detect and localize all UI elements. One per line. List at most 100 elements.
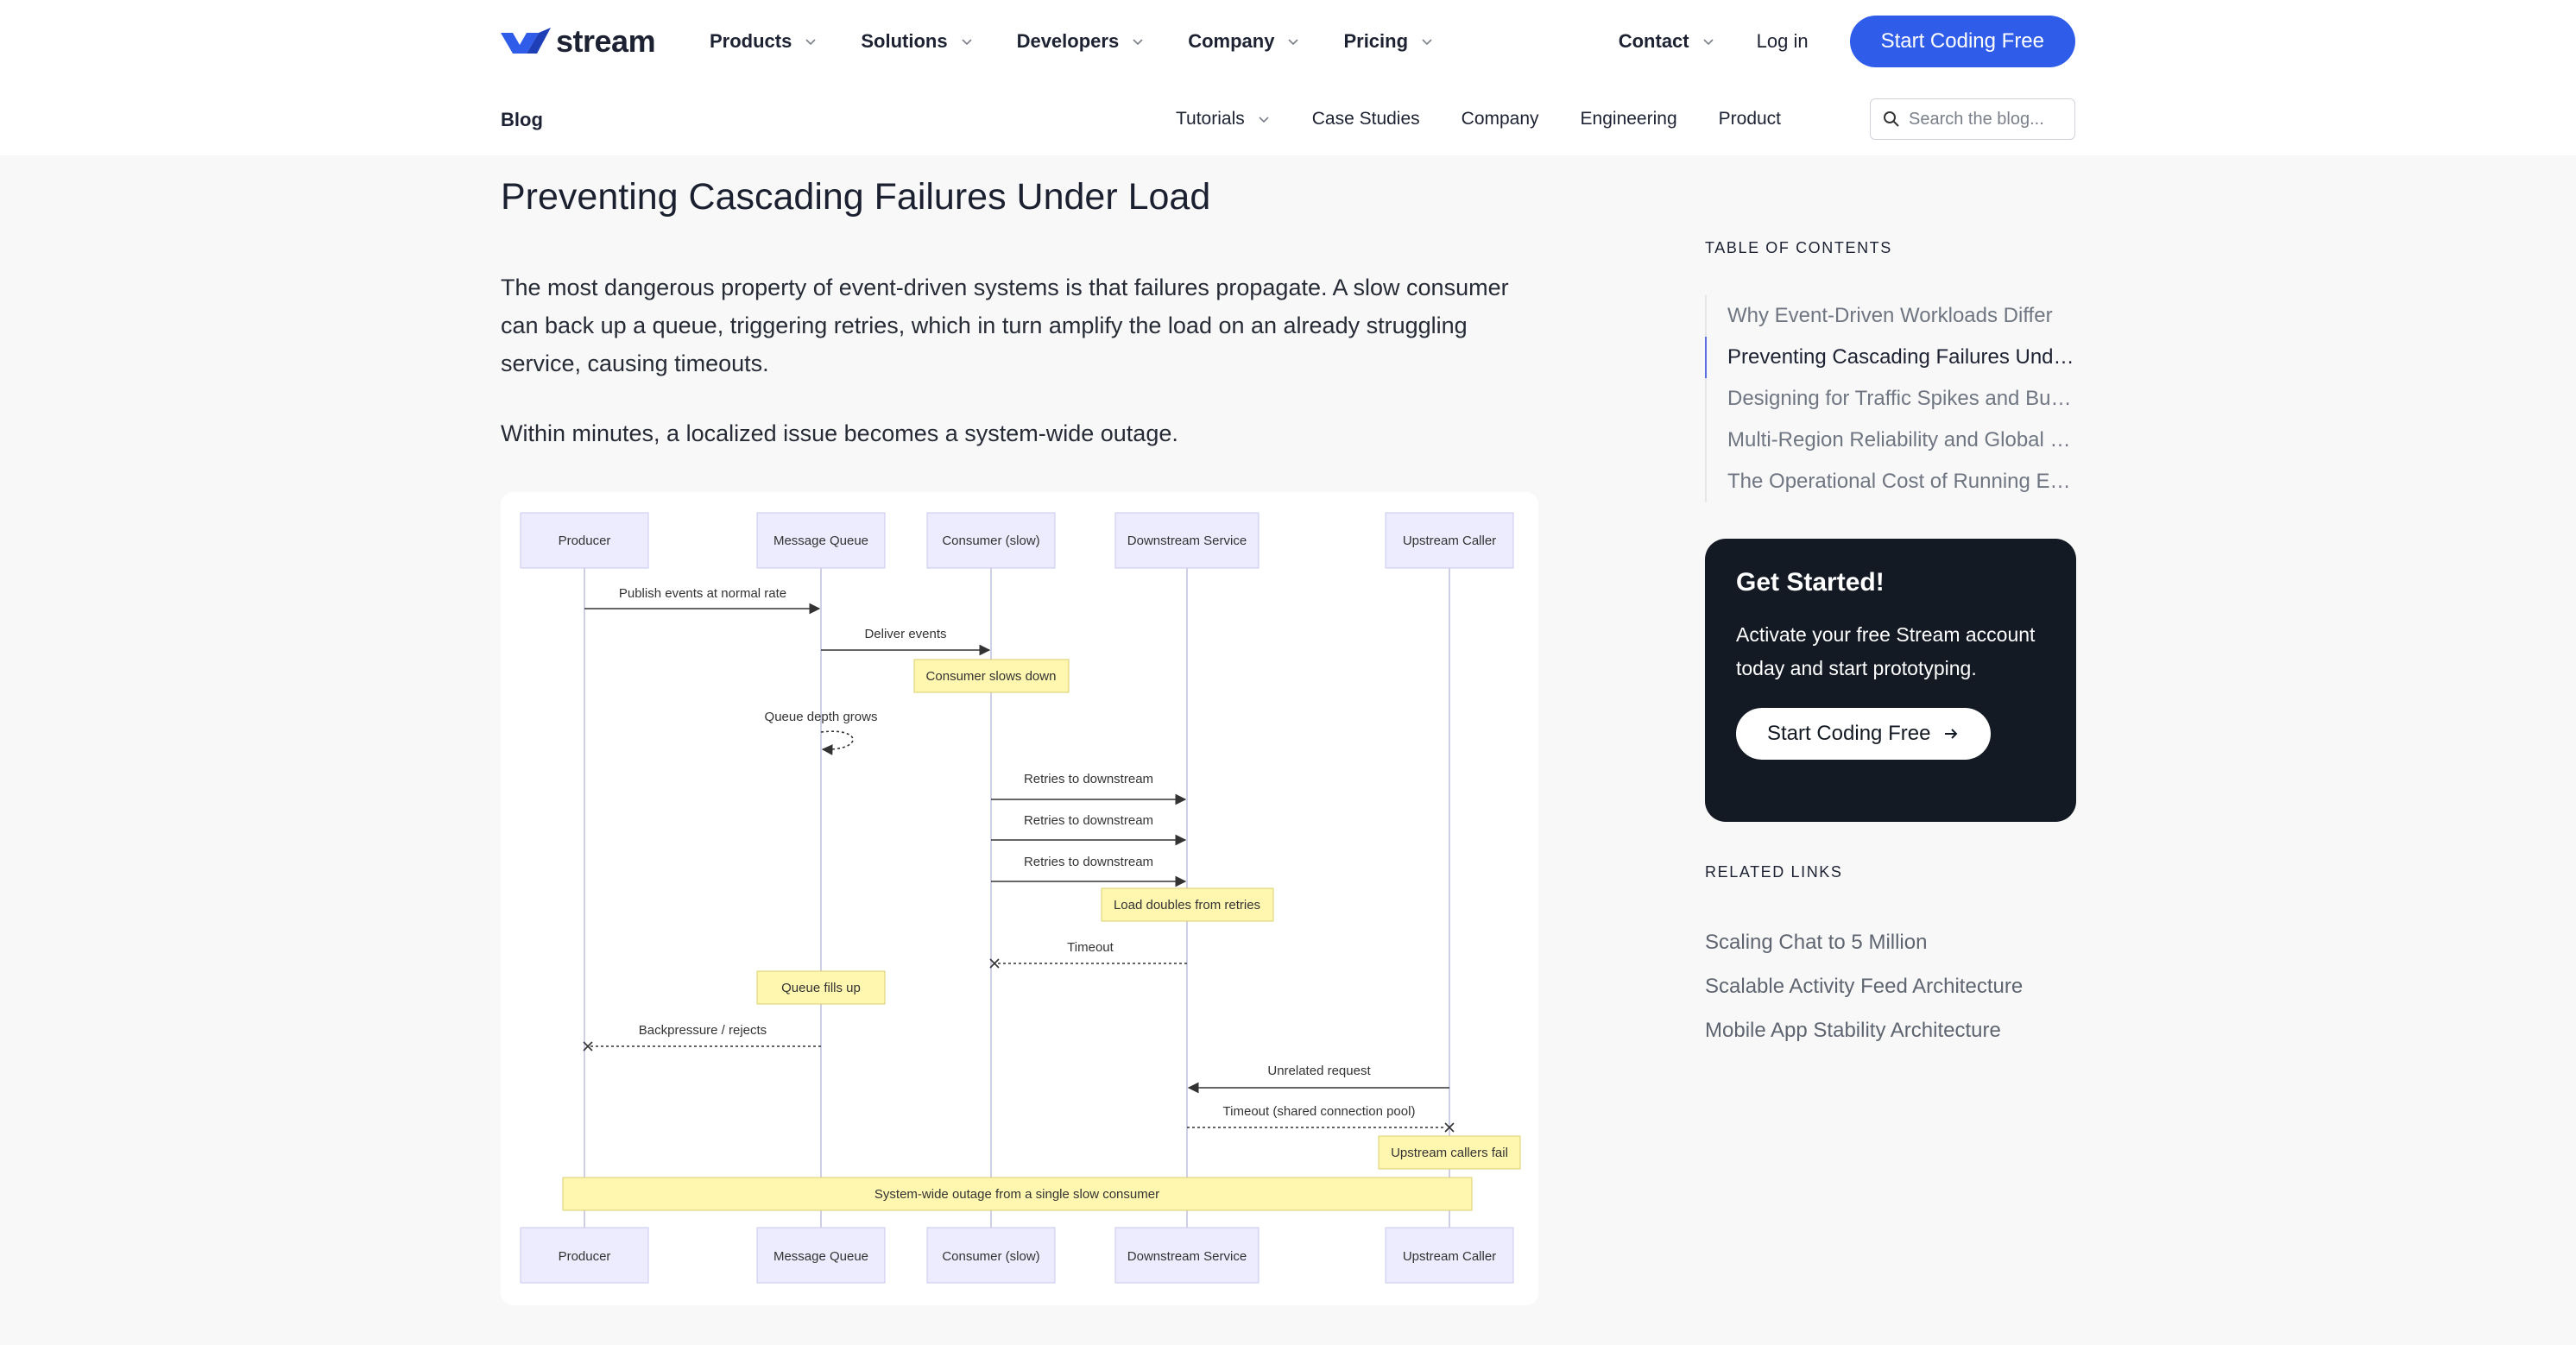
related-links-heading: RELATED LINKS <box>1705 863 1843 881</box>
table-of-contents: Why Event-Driven Workloads Differ Preven… <box>1705 295 2076 502</box>
chevron-down-icon <box>1133 39 1143 46</box>
actor-label: Consumer (slow) <box>942 1249 1039 1264</box>
blog-search[interactable] <box>1870 98 2075 140</box>
actor-consumer-bottom: Consumer (slow) <box>926 1227 1056 1284</box>
toc-item[interactable]: Multi-Region Reliability and Global Scal… <box>1727 428 2076 451</box>
actor-label: Producer <box>559 534 611 548</box>
note-label: System-wide outage from a single slow co… <box>874 1187 1159 1202</box>
note-label: Load doubles from retries <box>1114 898 1260 912</box>
message-reply: Timeout (shared connection pool) <box>1187 1104 1455 1133</box>
nav-pricing-label: Pricing <box>1343 30 1409 52</box>
note-wide: System-wide outage from a single slow co… <box>562 1177 1473 1211</box>
toc-item[interactable]: Why Event-Driven Workloads Differ <box>1727 304 2053 327</box>
message-label: Publish events at normal rate <box>619 586 786 601</box>
toc-heading: TABLE OF CONTENTS <box>1705 239 1892 256</box>
nav-products[interactable]: Products <box>710 30 818 53</box>
message-label: Timeout <box>1067 940 1114 955</box>
get-started-card: Get Started! Activate your free Stream a… <box>1705 539 2076 822</box>
cta-text: Activate your free Stream account today … <box>1736 623 2036 679</box>
nav-pricing[interactable]: Pricing <box>1343 30 1434 53</box>
related-links: Scaling Chat to 5 Million Scalable Activ… <box>1705 920 2023 1052</box>
subnav-engineering[interactable]: Engineering <box>1580 109 1677 129</box>
self-loop-arrow <box>820 730 854 755</box>
blog-search-input[interactable] <box>1909 109 2064 129</box>
toc-item-active[interactable]: Preventing Cascading Failures Under Load <box>1705 337 2076 378</box>
chevron-down-icon <box>1288 39 1299 46</box>
message: Unrelated request <box>1187 1064 1449 1094</box>
actor-label: Upstream Caller <box>1403 534 1496 548</box>
note: Queue fills up <box>756 970 886 1005</box>
nav-developers[interactable]: Developers <box>1017 30 1146 53</box>
note-label: Queue fills up <box>781 981 861 995</box>
nav-right-actions: Contact Log in Start Coding Free <box>1619 0 2075 83</box>
chevron-down-icon <box>1422 39 1432 46</box>
related-link[interactable]: Mobile App Stability Architecture <box>1705 1019 2001 1042</box>
message: Retries to downstream <box>991 855 1187 887</box>
chevron-down-icon <box>962 39 972 46</box>
message: Publish events at normal rate <box>584 586 821 615</box>
related-link[interactable]: Scaling Chat to 5 Million <box>1705 931 1928 954</box>
nav-company[interactable]: Company <box>1188 30 1300 53</box>
section-title: Preventing Cascading Failures Under Load <box>501 176 1211 218</box>
message-label: Unrelated request <box>1267 1064 1371 1078</box>
stream-logo[interactable]: stream <box>501 23 656 59</box>
message-label: Retries to downstream <box>1024 813 1153 828</box>
article-paragraph: Within minutes, a localized issue become… <box>501 420 1178 446</box>
message-label: Retries to downstream <box>1024 772 1153 786</box>
stream-logo-icon <box>501 28 551 54</box>
search-icon <box>1884 111 1899 127</box>
message-self: Queue depth grows <box>765 710 878 724</box>
note-label: Consumer slows down <box>926 669 1057 684</box>
toc-item[interactable]: The Operational Cost of Running Event Sy… <box>1727 470 2076 493</box>
subnav-tutorials-label: Tutorials <box>1176 109 1245 129</box>
nav-contact[interactable]: Contact <box>1619 30 1715 53</box>
actor-message-queue: Message Queue <box>756 512 886 569</box>
actor-consumer: Consumer (slow) <box>926 512 1056 569</box>
related-link[interactable]: Scalable Activity Feed Architecture <box>1705 975 2024 998</box>
actor-producer-bottom: Producer <box>520 1227 649 1284</box>
blog-home-link[interactable]: Blog <box>501 109 543 130</box>
actor-downstream-service: Downstream Service <box>1114 512 1260 569</box>
main-menu: Products Solutions Developers Company Pr… <box>710 0 1477 83</box>
article-paragraph: The most dangerous property of event-dri… <box>501 275 1509 376</box>
chevron-down-icon <box>1703 39 1714 46</box>
arrow-right-icon <box>1945 729 1958 739</box>
cta-start-coding-button[interactable]: Start Coding Free <box>1736 708 1992 760</box>
nav-solutions-label: Solutions <box>861 30 948 52</box>
actor-label: Consumer (slow) <box>942 534 1039 548</box>
nav-company-label: Company <box>1188 30 1275 52</box>
message-reply: Timeout <box>989 940 1187 969</box>
actor-label: Downstream Service <box>1127 534 1247 548</box>
blog-categories: Tutorials Case Studies Company Engineeri… <box>1176 83 1822 155</box>
blog-subnav: Blog Tutorials Case Studies Company Engi… <box>0 83 2576 155</box>
logo-text: stream <box>556 23 656 59</box>
toc-item[interactable]: Designing for Traffic Spikes and Bursts <box>1727 387 2076 410</box>
message-label: Backpressure / rejects <box>639 1023 767 1038</box>
message: Retries to downstream <box>991 813 1187 846</box>
actor-label: Message Queue <box>773 534 868 548</box>
nav-solutions[interactable]: Solutions <box>861 30 973 53</box>
cta-title: Get Started! <box>1736 568 1885 597</box>
actor-label: Upstream Caller <box>1403 1249 1496 1264</box>
message-label: Retries to downstream <box>1024 855 1153 869</box>
chevron-down-icon <box>1259 117 1269 123</box>
chevron-down-icon <box>805 39 816 46</box>
subnav-case-studies[interactable]: Case Studies <box>1311 109 1420 129</box>
actor-upstream-caller-bottom: Upstream Caller <box>1385 1227 1514 1284</box>
nav-developers-label: Developers <box>1016 30 1120 52</box>
subnav-tutorials[interactable]: Tutorials <box>1176 109 1271 129</box>
message-reply: Backpressure / rejects <box>583 1023 821 1051</box>
top-navigation: stream Products Solutions Developers Com… <box>0 0 2576 83</box>
note: Load doubles from retries <box>1101 887 1274 922</box>
actor-label: Message Queue <box>773 1249 868 1264</box>
subnav-product[interactable]: Product <box>1718 109 1782 129</box>
message-label: Deliver events <box>864 627 946 641</box>
message-label: Queue depth grows <box>765 710 878 724</box>
subnav-company[interactable]: Company <box>1461 109 1539 129</box>
login-link[interactable]: Log in <box>1757 30 1809 53</box>
actor-message-queue-bottom: Message Queue <box>756 1227 886 1284</box>
nav-products-label: Products <box>710 30 792 52</box>
start-coding-free-button[interactable]: Start Coding Free <box>1849 16 2075 67</box>
actor-label: Downstream Service <box>1127 1249 1247 1264</box>
cta-button-label: Start Coding Free <box>1767 722 1931 745</box>
